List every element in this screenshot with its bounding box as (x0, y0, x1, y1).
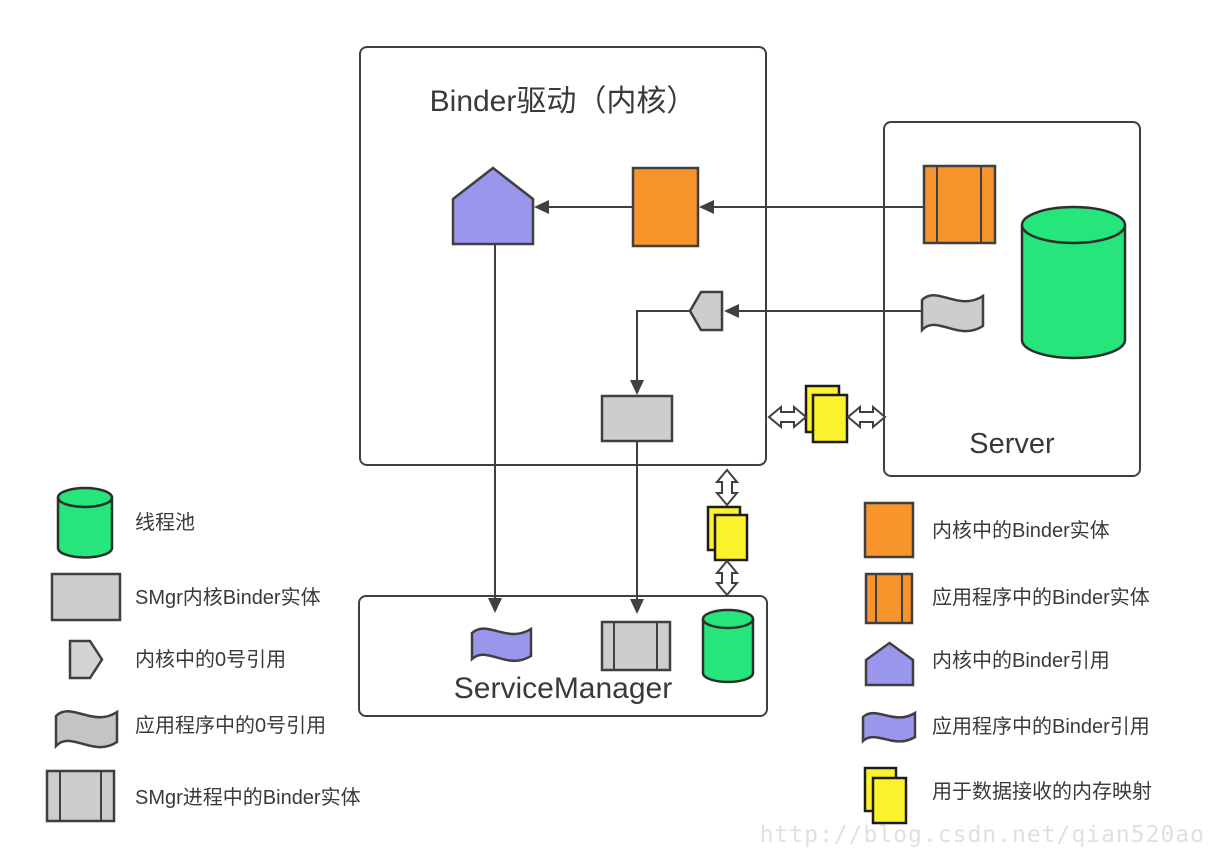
kernel-binder-entity-square-icon (863, 501, 915, 559)
kernel-binder-entity-node (631, 166, 700, 248)
smgr-process-binder-entity-icon (45, 769, 116, 823)
legend-label-memory-map: 用于数据接收的内存映射 (932, 781, 1152, 803)
arrow-zero-ref-to-smgr-entity (630, 310, 690, 395)
watermark-url: http://blog.csdn.net/qian520ao (759, 822, 1205, 848)
server-app-zero-ref-flag-node (920, 293, 985, 334)
smgr-kernel-binder-entity-icon (50, 572, 122, 622)
legend-label-kernel-binder-ref: 内核中的Binder引用 (932, 650, 1110, 672)
double-arrow-driver-to-pages-vertical (714, 468, 740, 507)
sm-process-binder-entity-node (600, 620, 672, 672)
arrow-smgr-entity-down-to-sm (630, 441, 644, 614)
memory-map-pages-icon (863, 766, 908, 825)
server-box: Server (883, 121, 1141, 477)
kernel-binder-ref-pentagon-icon (864, 641, 915, 687)
legend-label-smgr-process-entity: SMgr进程中的Binder实体 (135, 787, 361, 809)
legend-label-app-binder-ref: 应用程序中的Binder引用 (932, 716, 1150, 738)
app-binder-entity-striped-icon (864, 572, 914, 625)
server-app-binder-entity-node (922, 164, 997, 245)
double-arrow-pages-to-server (846, 404, 887, 430)
legend-label-app-zero-ref: 应用程序中的0号引用 (135, 715, 327, 737)
memory-map-pages-vertical (706, 505, 749, 562)
server-thread-pool-node (1020, 205, 1127, 360)
service-manager-title: ServiceManager (453, 672, 673, 705)
arrow-entity-to-ref (534, 200, 633, 214)
kernel-zero-ref-pentagon-icon (68, 639, 104, 680)
server-title: Server (969, 428, 1055, 460)
app-binder-ref-flag-icon (861, 710, 917, 744)
legend-label-kernel-zero-ref: 内核中的0号引用 (135, 649, 287, 671)
legend-label-kernel-binder-entity: 内核中的Binder实体 (932, 520, 1110, 542)
kernel-zero-ref-node (688, 290, 724, 332)
smgr-kernel-binder-entity-node (600, 394, 674, 443)
arrow-server-flag-to-zero-ref (724, 304, 922, 318)
double-arrow-driver-to-pages (767, 404, 808, 430)
binder-driver-title: Binder驱动（内核） (429, 85, 697, 118)
arrow-ref-down-to-sm (488, 245, 502, 613)
sm-thread-pool-node (701, 608, 755, 684)
arrow-server-entity-to-kernel-entity (699, 200, 925, 214)
app-zero-ref-flag-icon (54, 709, 119, 750)
binder-driver-box: Binder驱动（内核） (359, 46, 767, 466)
service-manager-box: ServiceManager (358, 595, 768, 717)
memory-map-pages-horizontal (804, 384, 849, 444)
thread-pool-cylinder-icon (56, 486, 114, 559)
legend-label-smgr-kernel-entity: SMgr内核Binder实体 (135, 587, 321, 609)
legend-label-app-binder-entity: 应用程序中的Binder实体 (932, 587, 1150, 609)
double-arrow-pages-to-sm-vertical (714, 559, 740, 597)
legend-label-thread-pool: 线程池 (135, 512, 195, 534)
kernel-binder-ref-pentagon-node (451, 166, 535, 246)
sm-app-binder-ref-flag-node (470, 626, 533, 662)
